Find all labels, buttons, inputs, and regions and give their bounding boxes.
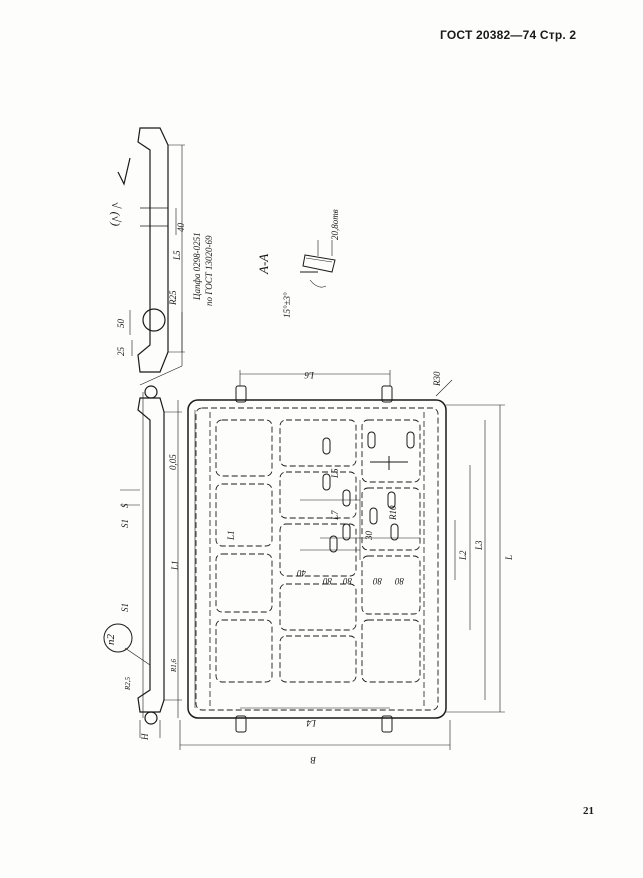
dim-80-b: 80	[343, 576, 353, 586]
dim-l2: L2	[458, 550, 468, 561]
dim-40-top: 40	[297, 568, 307, 578]
dim-l3: L3	[474, 540, 484, 551]
dim-l: L	[504, 555, 514, 561]
dim-r30: R30	[432, 371, 442, 387]
plan-view-slots	[322, 431, 415, 553]
page-number: 21	[583, 805, 594, 817]
standard-number: ГОСТ 20382—74	[440, 28, 537, 42]
section-label: А-А	[256, 254, 271, 275]
pin-note: Цапфа 0298-0251	[192, 232, 202, 301]
dim-l5-top: L5	[330, 468, 340, 479]
pin-standard: по ГОСТ 13020-69	[204, 235, 214, 306]
dim-s: S	[120, 503, 130, 508]
dim-r2-5: R2,5	[124, 676, 132, 691]
page-reference: Стр. 2	[539, 28, 577, 42]
callout-n2: n2	[105, 634, 117, 646]
lower-side-profile	[103, 385, 182, 738]
section-dim-angle: 15°±3°	[282, 292, 292, 318]
dim-80-c: 80	[373, 576, 383, 586]
dim-0-05: 0,05	[168, 454, 178, 470]
page-header: ГОСТ 20382—74 Стр. 2	[440, 28, 576, 42]
dim-l1-side: L1	[170, 560, 180, 571]
dim-r1-6: R1,6	[170, 658, 178, 673]
dimension-lines	[179, 370, 505, 750]
plan-view-trunnions	[235, 385, 393, 733]
dimension-labels: √ (√) Цапфа 0298-0251 по ГОСТ 13020-69 А…	[105, 202, 514, 765]
dim-40: 40	[176, 223, 186, 233]
section-dim-hole: 20,8отв	[330, 209, 340, 240]
dim-h: H	[140, 733, 150, 741]
dim-l1-top: L1	[226, 530, 236, 541]
section-a-a	[300, 240, 336, 288]
dim-r25: R25	[168, 290, 178, 306]
dim-25: 25	[116, 347, 126, 357]
dim-r10: R10	[388, 505, 398, 521]
dim-s1-b: S1	[120, 603, 130, 612]
upper-side-profile	[129, 127, 185, 373]
dim-l5-side: L5	[172, 250, 182, 261]
dim-b: B	[310, 755, 316, 765]
dim-l7: L7	[330, 510, 340, 521]
dim-80-a: 80	[323, 576, 333, 586]
plan-view-cells	[215, 419, 421, 683]
roughness-label: √ (√)	[109, 202, 123, 226]
dim-30: 30	[364, 531, 374, 542]
dim-s1-a: S1	[120, 519, 130, 528]
plan-view-frame	[187, 399, 447, 719]
dim-l4: L4	[306, 718, 317, 728]
roughness-mark	[117, 157, 131, 186]
dim-l6: L6	[304, 370, 315, 380]
dim-80-d: 80	[395, 576, 405, 586]
dim-50: 50	[116, 319, 126, 329]
